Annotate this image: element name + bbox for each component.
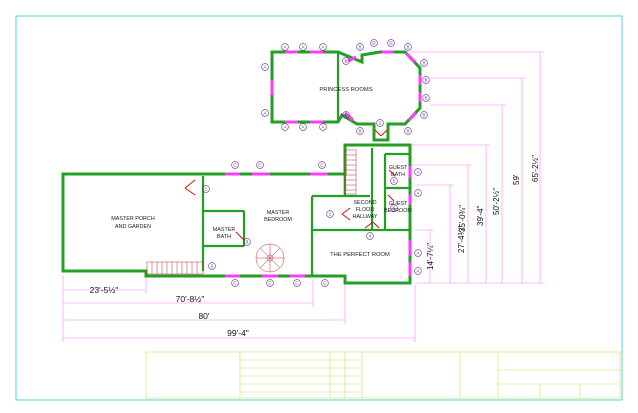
svg-text:2: 2 [329,212,332,217]
label-master-bath: MASTER [213,227,236,233]
label-master-bath-2: BATH [217,234,231,240]
svg-text:2: 2 [379,121,382,126]
label-master-bedroom: MASTER [267,210,290,216]
svg-text:4: 4 [369,234,372,239]
svg-text:C: C [233,163,236,168]
svg-text:A: A [322,125,325,130]
title-block [145,351,621,399]
svg-text:3: 3 [246,240,249,245]
svg-text:A: A [264,65,267,70]
svg-text:B: B [359,129,362,134]
label-perfect-room: THE PERFECT ROOM [330,252,390,258]
dim-v-5: 50'-2½" [492,188,501,215]
svg-text:A: A [284,45,287,50]
svg-text:C: C [268,281,271,286]
svg-text:C: C [258,163,261,168]
spiral-staircase [255,243,285,273]
svg-text:C: C [233,281,236,286]
svg-text:A: A [417,251,420,256]
svg-text:B: B [345,113,348,118]
svg-text:A: A [264,111,267,116]
svg-text:6: 6 [211,264,214,269]
svg-text:5: 5 [393,206,396,211]
svg-text:B: B [345,59,348,64]
svg-text:A: A [417,269,420,274]
dim-h-3: 80' [198,311,209,321]
stairs [146,149,357,275]
svg-text:A: A [322,45,325,50]
vertical-dimensions: 14'-7¼" 27'-4¾" 35'-0¾" 39'-4" 50'-2½" 5… [426,155,540,270]
dim-h-4: 99'-4" [227,328,249,338]
svg-text:B: B [423,61,426,66]
svg-text:A: A [417,170,420,175]
dimension-lines [62,51,545,342]
svg-text:B: B [425,96,428,101]
svg-text:B: B [423,113,426,118]
svg-text:A: A [302,45,305,50]
dim-v-7: 65'-2½" [531,155,540,182]
dim-v-3: 35'-0¾" [458,205,467,232]
svg-text:C: C [295,281,298,286]
label-master-bedroom-2: BEDROOM [264,217,292,223]
princess-rooms-outline [270,50,422,142]
sheet-border [15,15,623,401]
dim-v-4: 39'-4" [476,205,485,226]
svg-text:C: C [323,281,326,286]
svg-text:B: B [359,45,362,50]
label-princess-rooms: PRINCESS ROOMS [319,87,372,93]
dim-v-2: 27'-4¾" [457,226,466,253]
doors [184,129,396,241]
svg-text:B: B [407,45,410,50]
label-guest-bedroom-2: BEDROOM [384,208,412,214]
svg-text:B: B [407,129,410,134]
svg-text:B: B [425,78,428,83]
label-guest-bath-2: BATH [391,172,405,178]
dim-v-6: 59' [512,174,521,185]
dim-h-1: 23'-5½" [90,285,119,295]
svg-text:C: C [320,163,323,168]
svg-text:1: 1 [205,187,208,192]
label-second-floor-3: HALLWAY [353,214,378,220]
svg-text:A: A [284,125,287,130]
svg-text:A: A [302,125,305,130]
label-master-porch: MASTER PORCH [111,216,155,222]
dim-h-2: 70'-8½" [176,294,205,304]
label-guest-bath: GUEST [389,165,408,171]
label-second-floor-2: FLOOR [356,207,375,213]
svg-text:A: A [417,191,420,196]
label-second-floor: SECOND [353,200,376,206]
horizontal-dimensions: 23'-5½" 70'-8½" 80' 99'-4" [90,285,249,338]
svg-text:5: 5 [393,179,396,184]
label-master-porch-2: AND GARDEN [115,224,151,230]
svg-text:D: D [389,41,392,46]
tags [202,39,430,287]
dim-v-1: 14'-7¼" [426,243,435,270]
svg-text:D: D [372,41,375,46]
room-labels: PRINCESS ROOMS MASTER PORCH AND GARDEN M… [111,87,412,258]
label-guest-bedroom: GUEST [389,201,408,207]
